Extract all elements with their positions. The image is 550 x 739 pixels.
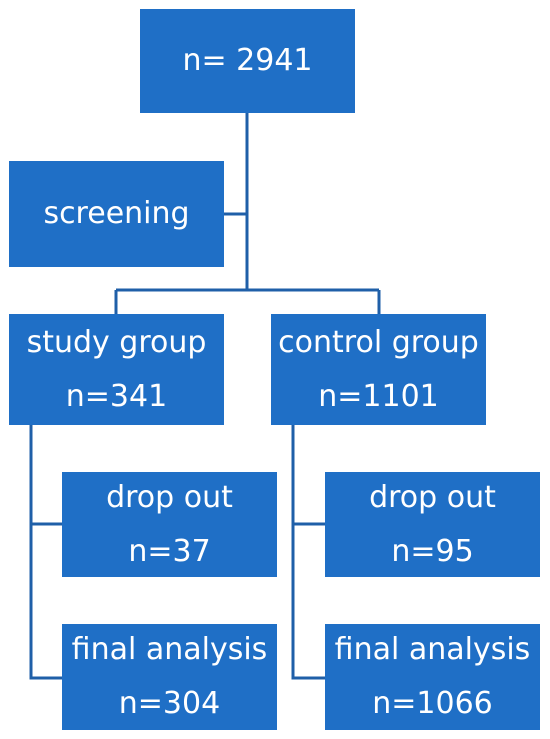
control-group-count: n=1101 bbox=[318, 378, 439, 414]
control-group-title: control group bbox=[278, 324, 479, 360]
screening-label: screening bbox=[43, 196, 190, 231]
study-dropout-title: drop out bbox=[106, 479, 233, 515]
control-dropout-title: drop out bbox=[369, 479, 496, 515]
control-final-title: final analysis bbox=[334, 632, 531, 667]
study-dropout-count: n=37 bbox=[128, 533, 211, 569]
control-group-box: control group n=1101 bbox=[271, 314, 486, 425]
control-dropout-count: n=95 bbox=[391, 533, 474, 569]
study-final-title: final analysis bbox=[71, 632, 268, 667]
control-branch-line bbox=[291, 425, 325, 680]
total-box: n= 2941 bbox=[140, 9, 355, 113]
total-label: n= 2941 bbox=[182, 43, 313, 78]
study-final-box: final analysis n=304 bbox=[62, 624, 277, 730]
study-group-title: study group bbox=[26, 324, 207, 360]
screening-box: screening bbox=[9, 161, 224, 267]
control-dropout-box: drop out n=95 bbox=[325, 472, 540, 577]
study-group-count: n=341 bbox=[65, 378, 168, 414]
study-final-count: n=304 bbox=[118, 686, 221, 721]
control-final-count: n=1066 bbox=[372, 686, 493, 721]
control-final-box: final analysis n=1066 bbox=[325, 624, 540, 730]
study-dropout-box: drop out n=37 bbox=[62, 472, 277, 577]
study-group-box: study group n=341 bbox=[9, 314, 224, 425]
study-branch-line bbox=[29, 425, 62, 680]
